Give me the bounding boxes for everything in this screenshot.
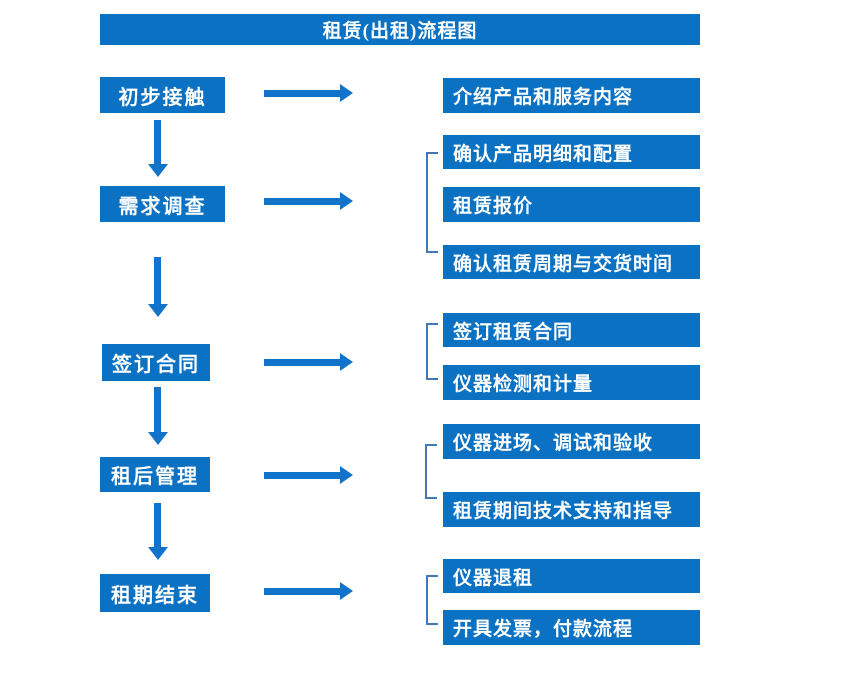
flowchart-title: 租赁(出租)流程图 — [100, 14, 700, 45]
detail-box-confirm-product-details: 确认产品明细和配置 — [443, 135, 700, 169]
arrow-head-icon — [147, 304, 168, 317]
stage-box-initial-contact: 初步接触 — [100, 77, 225, 113]
arrow-down-2 — [147, 257, 168, 317]
arrow-head-icon — [340, 353, 353, 371]
detail-box-invoice-payment: 开具发票，付款流程 — [443, 610, 700, 645]
arrow-head-icon — [147, 164, 168, 177]
arrow-shaft — [154, 387, 161, 432]
arrow-down-4 — [147, 503, 168, 560]
stage-box-lease-end: 租期结束 — [100, 574, 210, 612]
detail-box-sign-rental-contract: 签订租赁合同 — [443, 313, 700, 347]
detail-box-rental-quote: 租赁报价 — [443, 187, 700, 222]
arrow-shaft — [264, 197, 340, 205]
arrow-right-initial-contact — [264, 84, 353, 102]
stage-box-demand-survey: 需求调查 — [100, 186, 225, 222]
arrow-right-post-rental — [264, 466, 353, 484]
arrow-head-icon — [147, 547, 168, 560]
arrow-head-icon — [340, 84, 353, 102]
arrow-shaft — [154, 503, 161, 547]
stage-box-sign-contract: 签订合同 — [102, 344, 210, 381]
arrow-shaft — [154, 120, 161, 164]
bracket-lease-end-group — [426, 575, 438, 625]
bracket-demand-survey-group — [426, 152, 438, 253]
detail-box-instrument-setup: 仪器进场、调试和验收 — [443, 424, 700, 459]
arrow-head-icon — [340, 192, 353, 210]
detail-box-confirm-rental-period: 确认租赁周期与交货时间 — [443, 245, 700, 279]
arrow-shaft — [264, 471, 340, 479]
arrow-head-icon — [147, 432, 168, 445]
detail-box-instrument-return: 仪器退租 — [443, 559, 700, 593]
arrow-right-lease-end — [264, 582, 353, 600]
detail-box-technical-support: 租赁期间技术支持和指导 — [443, 492, 700, 527]
bracket-sign-contract-group — [426, 323, 438, 380]
bracket-post-rental-group — [425, 444, 437, 499]
arrow-shaft — [264, 89, 340, 97]
detail-box-instrument-inspection: 仪器检测和计量 — [443, 365, 700, 400]
arrow-down-3 — [147, 387, 168, 445]
arrow-shaft — [154, 257, 161, 304]
arrow-head-icon — [340, 582, 353, 600]
detail-box-introduce-products: 介绍产品和服务内容 — [443, 78, 700, 113]
arrow-head-icon — [340, 466, 353, 484]
arrow-right-demand-survey — [264, 192, 353, 210]
arrow-right-sign-contract — [264, 353, 353, 371]
arrow-shaft — [264, 358, 340, 366]
arrow-down-1 — [147, 120, 168, 177]
stage-box-post-rental-management: 租后管理 — [100, 457, 210, 492]
arrow-shaft — [264, 587, 340, 595]
